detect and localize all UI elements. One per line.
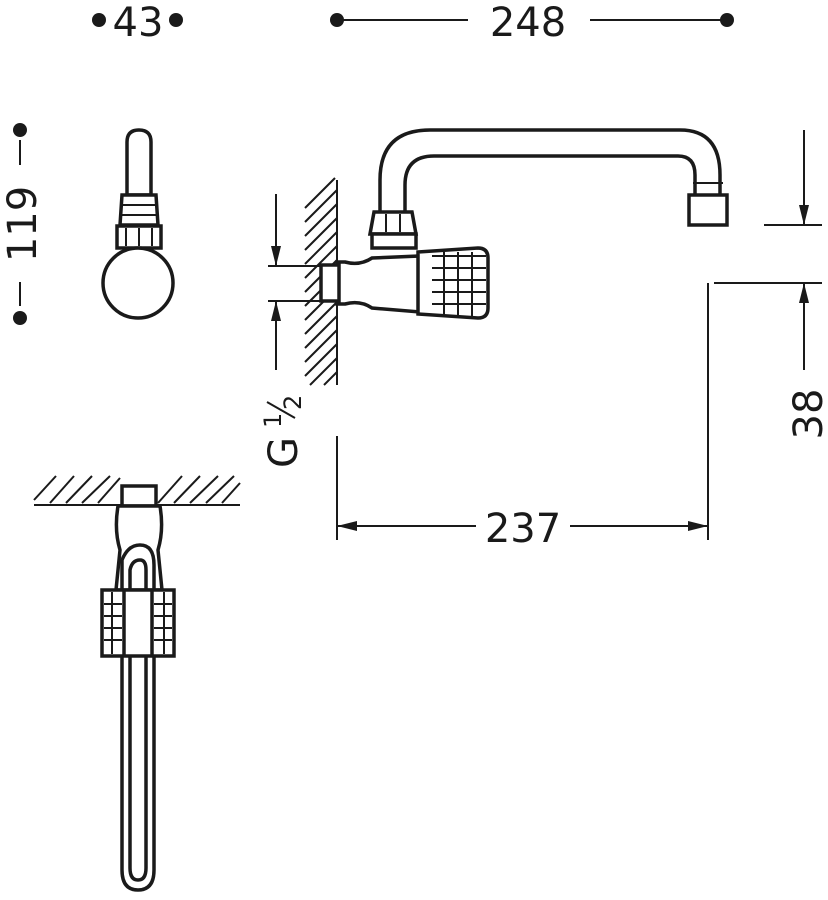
faucet-front-view (101, 128, 175, 320)
dimension-endpoint-dot (13, 311, 27, 325)
thread-denominator: 2 (279, 395, 307, 410)
dimension-label-38: 38 (786, 389, 828, 440)
dimension-label-119: 119 (0, 186, 46, 262)
wall-fitting (319, 263, 341, 303)
spout-tube (125, 128, 153, 197)
handle-front-circle (101, 246, 175, 320)
dimension-endpoint-dot (92, 13, 106, 27)
faucet-side-view: G 1 2 38 237 (259, 128, 828, 552)
spout-collar (367, 210, 419, 236)
dimension-38: 38 (714, 130, 828, 439)
dimension-endpoint-dot (13, 123, 27, 137)
wall-hatch (33, 475, 241, 504)
dimension-endpoint-dot (169, 13, 183, 27)
handle-side (416, 246, 490, 320)
dimension-label-248: 248 (490, 0, 566, 46)
dimension-43: 43 (92, 0, 183, 46)
dimension-label-43: 43 (113, 0, 164, 46)
thread-dimension: G 1 2 (259, 194, 320, 468)
dimension-237: 237 (336, 283, 709, 552)
faucet-top-view (33, 475, 241, 892)
dimension-119: 119 (0, 123, 46, 325)
spout-nut (370, 232, 418, 250)
dimension-248: 248 (330, 0, 734, 46)
spout-neck (118, 193, 160, 227)
aerator (687, 193, 729, 227)
thread-numerator: 1 (259, 413, 287, 428)
spout-outer (120, 543, 156, 892)
spout-inner (128, 558, 148, 882)
valve-body (335, 254, 422, 314)
dimension-label-237: 237 (485, 506, 561, 552)
handle-grip-lines (432, 252, 486, 316)
spout-inner (403, 154, 697, 215)
handle-grip-lines (104, 592, 172, 654)
thread-letter: G (261, 437, 307, 468)
wall-fitting (120, 484, 158, 508)
spout-outer (378, 128, 722, 215)
